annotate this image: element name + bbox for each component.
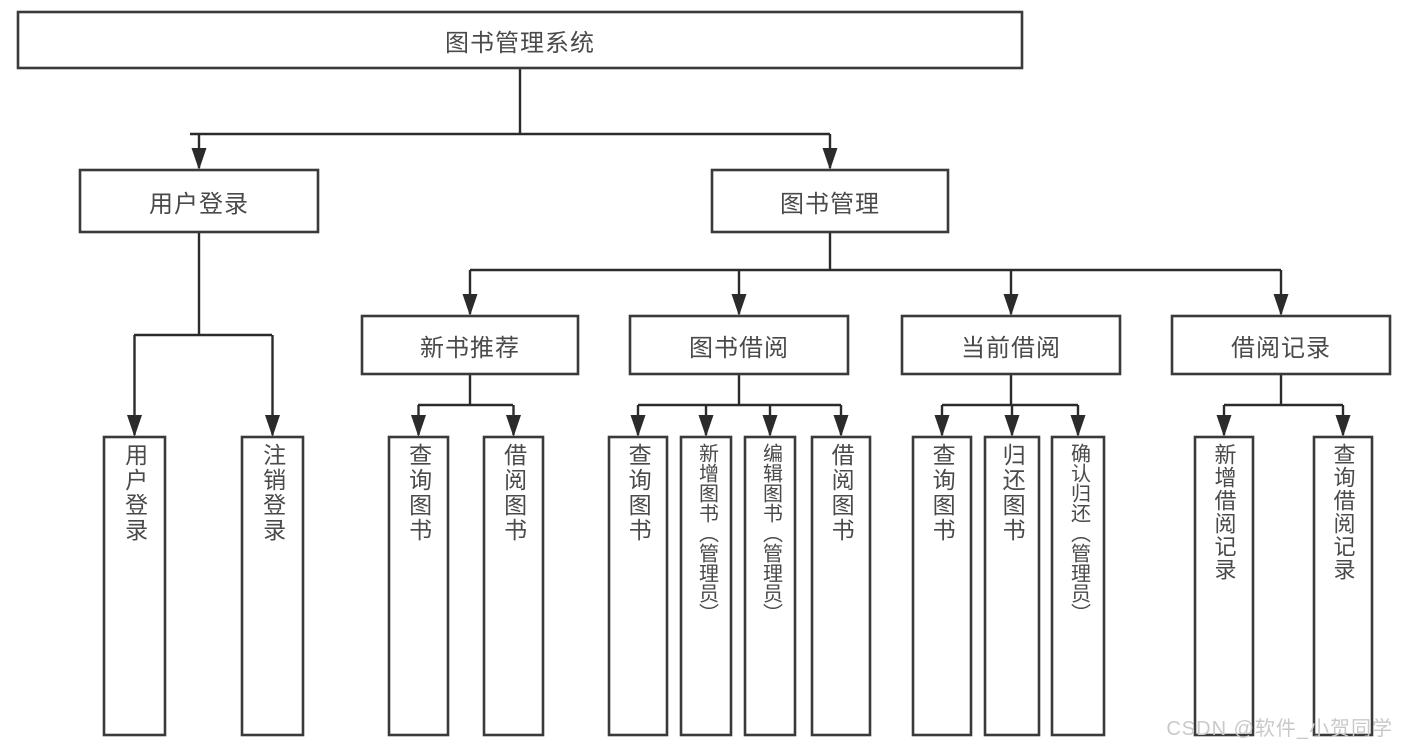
arrow-root-to-level2-1 xyxy=(822,148,838,170)
node-level2-0[interactable] xyxy=(78,168,320,234)
node-leaf-2[interactable] xyxy=(387,435,450,737)
arrow-3-to-leaf-1 xyxy=(1335,415,1351,437)
node-leaf-5[interactable] xyxy=(679,435,733,737)
node-level3-1[interactable] xyxy=(628,314,850,376)
node-leaf-10[interactable] xyxy=(1050,435,1106,737)
watermark-text: CSDN @软件_小贺同学 xyxy=(1166,718,1393,740)
node-leaf-8[interactable] xyxy=(911,435,973,737)
arrow-0-to-leaf-1 xyxy=(506,415,521,437)
node-leaf-6[interactable] xyxy=(743,435,797,737)
node-level3-3[interactable] xyxy=(1170,314,1392,376)
arrow-bookmgmt-to-level3-1 xyxy=(731,294,747,316)
node-level3-2[interactable] xyxy=(900,314,1122,376)
arrow-bookmgmt-to-level3-0 xyxy=(462,294,478,316)
node-leaf-1[interactable] xyxy=(240,435,305,737)
arrow-userlogin-to-leaf-0 xyxy=(127,415,142,437)
arrow-0-to-leaf-0 xyxy=(411,415,426,437)
arrow-1-to-leaf-2 xyxy=(762,415,778,437)
connectors-layer xyxy=(127,68,1351,437)
arrow-root-to-level2-0 xyxy=(191,148,207,170)
node-leaf-3[interactable] xyxy=(482,435,545,737)
arrow-1-to-leaf-0 xyxy=(630,415,646,437)
node-leaf-0[interactable] xyxy=(102,435,167,737)
arrow-userlogin-to-leaf-1 xyxy=(265,415,280,437)
arrow-2-to-leaf-0 xyxy=(934,415,950,437)
arrow-2-to-leaf-1 xyxy=(1004,415,1020,437)
arrow-3-to-leaf-0 xyxy=(1216,415,1232,437)
node-leaf-7[interactable] xyxy=(810,435,872,737)
node-level2-1[interactable] xyxy=(710,168,950,234)
arrow-bookmgmt-to-level3-2 xyxy=(1003,294,1019,316)
node-root[interactable] xyxy=(16,10,1024,70)
node-leaf-9[interactable] xyxy=(983,435,1041,737)
arrow-bookmgmt-to-level3-3 xyxy=(1273,294,1289,316)
arrow-1-to-leaf-1 xyxy=(698,415,714,437)
node-leaf-12[interactable] xyxy=(1312,435,1374,737)
node-leaf-4[interactable] xyxy=(607,435,669,737)
arrow-1-to-leaf-3 xyxy=(833,415,849,437)
node-leaf-11[interactable] xyxy=(1193,435,1255,737)
arrow-2-to-leaf-2 xyxy=(1070,415,1086,437)
boxes-layer xyxy=(16,10,1392,737)
node-level3-0[interactable] xyxy=(360,314,580,376)
